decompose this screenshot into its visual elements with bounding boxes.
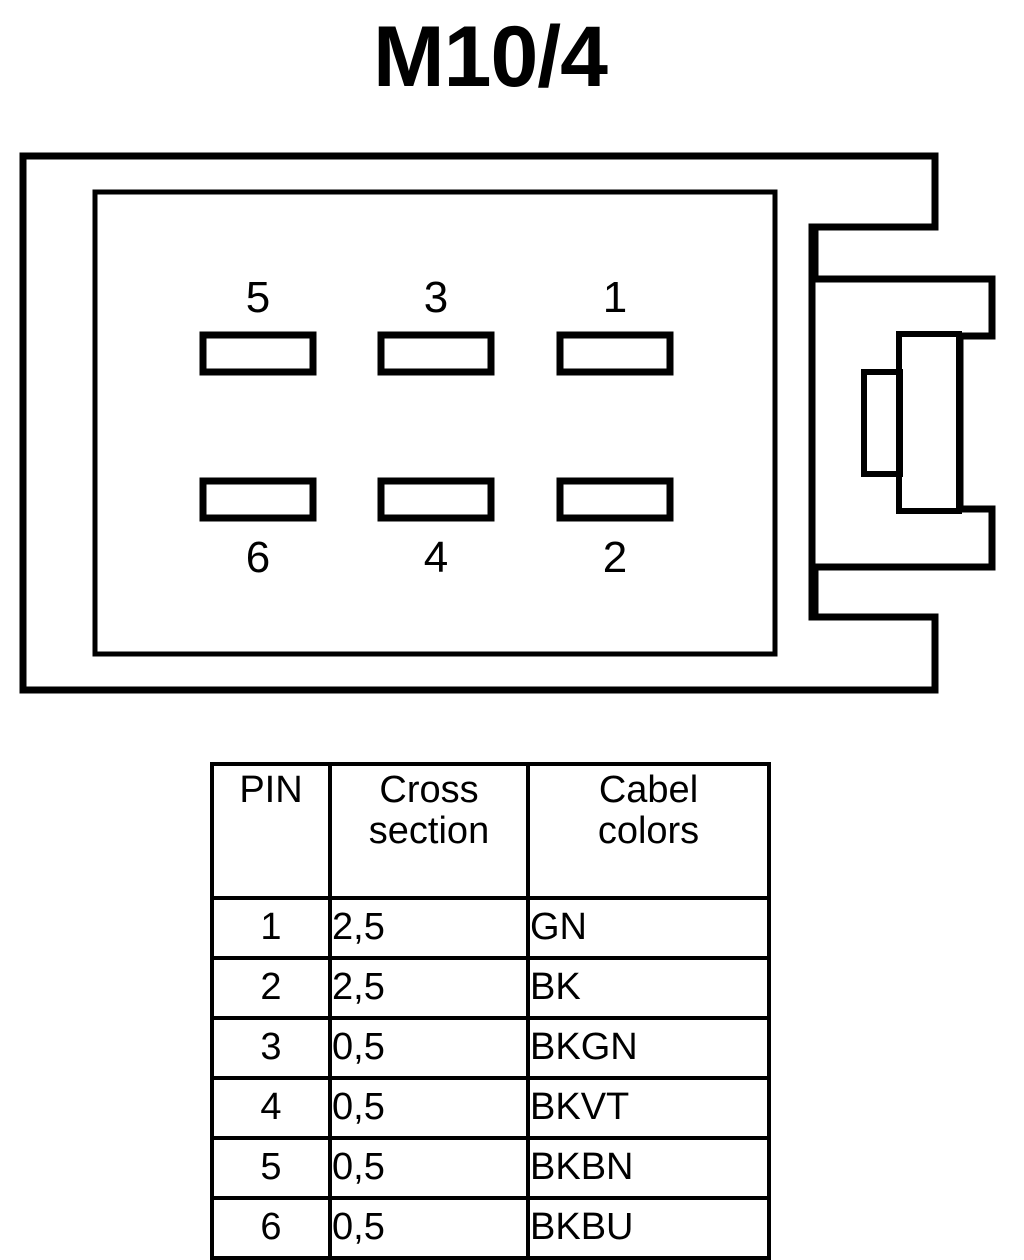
cell-pin: 5 <box>210 1136 332 1200</box>
column-header-pin-label: PIN <box>239 769 303 811</box>
pin-slot-4 <box>377 477 495 522</box>
cell-pin: 6 <box>210 1196 332 1260</box>
cell-cross-section: 0,5 <box>328 1136 530 1200</box>
pin-number-label-4: 4 <box>424 533 448 582</box>
pin-slot-2 <box>556 477 674 522</box>
column-header-cross-section: Cross section <box>328 762 530 900</box>
pin-assignment-table-container: PIN Cross section Cabel colors 1 2,5 GN … <box>210 762 771 1260</box>
pin-slot-6 <box>199 477 317 522</box>
connector-inner-housing <box>92 189 778 657</box>
column-header-pin: PIN <box>210 762 332 900</box>
table-row: 6 0,5 BKBU <box>210 1196 771 1260</box>
table-row: 2 2,5 BK <box>210 956 771 1020</box>
cell-pin: 1 <box>210 896 332 960</box>
cell-cross-section: 0,5 <box>328 1016 530 1080</box>
page-title: M10/4 <box>372 9 608 105</box>
cell-pin: 4 <box>210 1076 332 1140</box>
connector-diagram: 5 3 1 6 4 2 <box>0 140 1024 710</box>
cell-cross-section: 2,5 <box>328 956 530 1020</box>
table-body: 1 2,5 GN 2 2,5 BK 3 0,5 BKGN 4 0,5 BKVT … <box>210 896 771 1260</box>
cell-cable-color: GN <box>526 896 771 960</box>
pin-slot-3 <box>377 331 495 376</box>
column-header-cross-line2: section <box>368 810 490 853</box>
pin-slot-5 <box>199 331 317 376</box>
pin-number-label-1: 1 <box>603 273 627 322</box>
cell-cross-section: 0,5 <box>328 1076 530 1140</box>
cell-cable-color: BKVT <box>526 1076 771 1140</box>
table-row: 3 0,5 BKGN <box>210 1016 771 1080</box>
table-header: PIN Cross section Cabel colors <box>210 762 771 900</box>
cell-cross-section: 2,5 <box>328 896 530 960</box>
column-header-color-line2: colors <box>597 810 700 853</box>
table-row: 1 2,5 GN <box>210 896 771 960</box>
table-header-row: PIN Cross section Cabel colors <box>210 762 771 900</box>
pin-number-label-6: 6 <box>246 533 270 582</box>
table-row: 4 0,5 BKVT <box>210 1076 771 1140</box>
cell-cable-color: BKBU <box>526 1196 771 1260</box>
locking-latch-outline <box>811 230 996 614</box>
pin-slot-1 <box>556 331 674 376</box>
latch-inner-block <box>896 331 962 514</box>
pin-number-label-2: 2 <box>603 533 627 582</box>
cell-cable-color: BK <box>526 956 771 1020</box>
cell-cross-section: 0,5 <box>328 1196 530 1260</box>
column-header-cable-colors: Cabel colors <box>526 762 771 900</box>
connector-outer-housing <box>19 152 939 694</box>
connector-svg: 5 3 1 6 4 2 <box>19 152 996 694</box>
pin-assignment-table: PIN Cross section Cabel colors 1 2,5 GN … <box>210 762 771 1260</box>
pin-number-label-3: 3 <box>424 273 448 322</box>
column-header-cross-line1: Cross <box>379 769 479 811</box>
cell-cable-color: BKBN <box>526 1136 771 1200</box>
cell-cable-color: BKGN <box>526 1016 771 1080</box>
cell-pin: 2 <box>210 956 332 1020</box>
cell-pin: 3 <box>210 1016 332 1080</box>
column-header-color-line1: Cabel <box>598 769 699 811</box>
table-row: 5 0,5 BKBN <box>210 1136 771 1200</box>
pin-number-label-5: 5 <box>246 273 270 322</box>
latch-tab-block <box>861 369 903 477</box>
